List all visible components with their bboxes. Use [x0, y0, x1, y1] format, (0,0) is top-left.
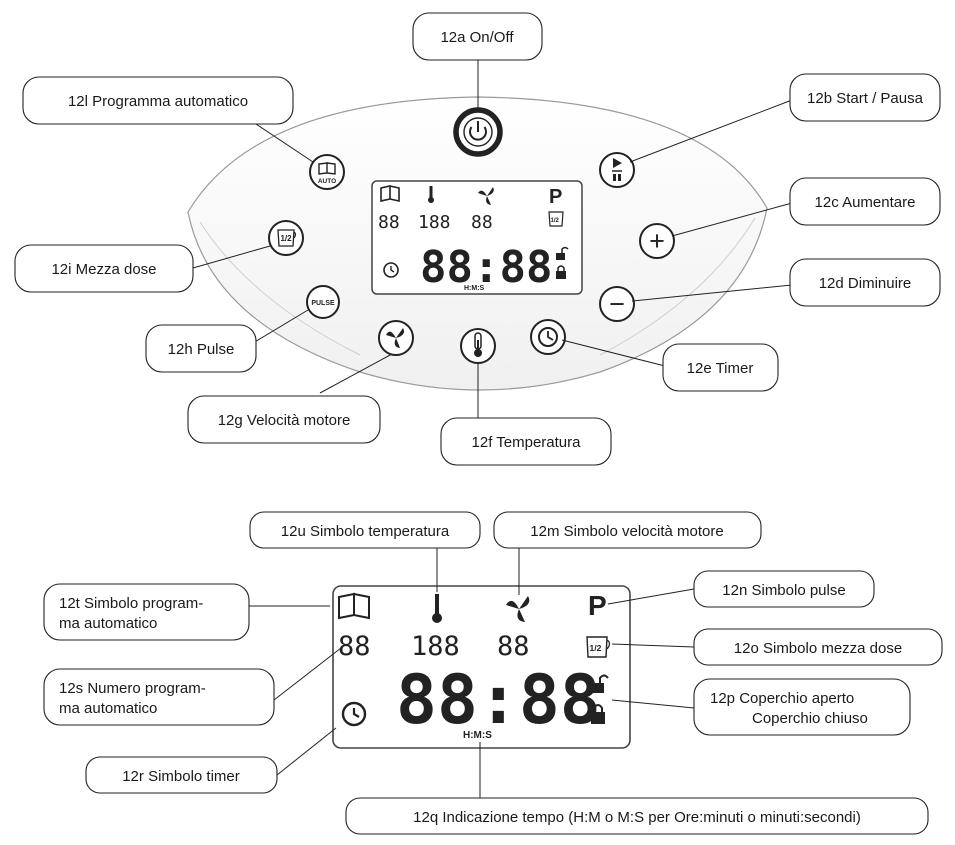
callout-auto-program-symbol: 12t Simbolo program- ma automatico — [43, 583, 250, 641]
lock-open-icon — [556, 246, 569, 260]
svg-text:12l Programma automatico: 12l Programma automatico — [68, 93, 248, 110]
temp-digits-large: 188 — [411, 631, 460, 662]
callout-timer-symbol: 12r Simbolo timer — [85, 756, 278, 794]
book-icon — [318, 162, 336, 175]
callout-motor-speed: 12g Velocità motore — [187, 395, 381, 444]
svg-text:12r Simbolo timer: 12r Simbolo timer — [122, 768, 240, 785]
callout-start-pause: 12b Start / Pausa — [789, 73, 941, 122]
thermometer-icon — [428, 186, 434, 203]
pulse-letter-small: P — [549, 186, 562, 208]
power-button[interactable] — [453, 107, 503, 157]
bottom-leader-lines — [249, 548, 695, 798]
measuring-cup-icon: 1/2 — [277, 229, 297, 247]
timer-button[interactable] — [530, 319, 566, 355]
thermometer-icon — [474, 332, 482, 357]
svg-text:12m Simbolo velocità motore: 12m Simbolo velocità motore — [530, 523, 723, 540]
clock-icon — [341, 701, 367, 727]
svg-text:1/2: 1/2 — [551, 218, 560, 224]
motor-speed-button[interactable] — [378, 320, 414, 356]
lock-closed-icon — [556, 265, 566, 279]
thermometer-icon — [432, 594, 442, 623]
pinwheel-icon — [386, 328, 405, 348]
callout-auto-program: 12l Programma automatico — [22, 76, 294, 125]
svg-text:12i Mezza dose: 12i Mezza dose — [51, 261, 156, 278]
callout-on-off: 12a On/Off — [412, 12, 543, 61]
svg-text:12t Simbolo program-: 12t Simbolo program- — [59, 595, 203, 612]
book-icon — [338, 592, 370, 620]
svg-text:PULSE: PULSE — [311, 300, 335, 307]
pinwheel-icon — [478, 187, 494, 205]
svg-text:+: + — [649, 226, 665, 256]
svg-text:12b Start / Pausa: 12b Start / Pausa — [807, 90, 924, 107]
svg-text:ma automatico: ma automatico — [59, 700, 157, 717]
lock-open-icon — [591, 674, 609, 693]
svg-text:12a On/Off: 12a On/Off — [440, 29, 514, 46]
callout-increase: 12c Aumentare — [789, 177, 941, 226]
hms-label-large: H:M:S — [463, 730, 492, 741]
svg-text:−: − — [609, 289, 625, 319]
callout-speed-symbol: 12m Simbolo velocità motore — [493, 511, 762, 549]
callout-half-dose: 12i Mezza dose — [14, 244, 194, 293]
power-icon — [469, 121, 487, 141]
svg-text:AUTO: AUTO — [318, 178, 336, 185]
svg-text:12s Numero program-: 12s Numero program- — [59, 680, 206, 697]
svg-text:1/2: 1/2 — [590, 643, 602, 653]
callout-decrease: 12d Diminuire — [789, 258, 941, 307]
callout-temperature: 12f Temperatura — [440, 417, 612, 466]
callout-time-indication: 12q Indicazione tempo (H:M o M:S per Ore… — [345, 797, 929, 835]
start-pause-button[interactable] — [599, 152, 635, 188]
svg-text:12o Simbolo mezza dose: 12o Simbolo mezza dose — [734, 640, 902, 657]
speed-digits-large: 88 — [497, 631, 530, 662]
svg-text:1/2: 1/2 — [280, 234, 292, 243]
minus-button[interactable]: − — [599, 286, 635, 322]
svg-text:12c Aumentare: 12c Aumentare — [815, 194, 916, 211]
program-digits-large: 88 — [338, 631, 371, 662]
pulse-button[interactable]: PULSE — [306, 285, 340, 319]
top-leader-lines — [192, 60, 793, 421]
plus-button[interactable]: + — [639, 223, 675, 259]
callout-pulse: 12h Pulse — [145, 324, 257, 373]
svg-text:Coperchio chiuso: Coperchio chiuso — [752, 710, 868, 727]
svg-text:12f Temperatura: 12f Temperatura — [472, 434, 582, 451]
temperature-button[interactable] — [460, 328, 496, 364]
half-dose-button[interactable]: 1/2 — [268, 220, 304, 256]
play-pause-icon — [612, 158, 622, 181]
display-panel-small: 88 188 88 P 1/2 88:88 H:M:S — [371, 180, 583, 295]
time-digits-large: 88:88 — [396, 661, 601, 740]
svg-text:12q Indicazione tempo (H:M o M: 12q Indicazione tempo (H:M o M:S per Ore… — [413, 809, 861, 826]
svg-text:12n Simbolo pulse: 12n Simbolo pulse — [722, 582, 845, 599]
display-panel-large: 88 188 88 P 1/2 88:88 H:M:S — [332, 585, 631, 749]
clock-icon — [538, 327, 558, 347]
pinwheel-icon — [506, 596, 530, 622]
program-digits-small: 88 — [378, 212, 400, 233]
svg-text:12h Pulse: 12h Pulse — [168, 341, 235, 358]
time-digits-small: 88:88 — [420, 242, 552, 293]
callout-program-number: 12s Numero program- ma automatico — [43, 668, 275, 726]
clock-icon — [383, 262, 399, 278]
callout-timer: 12e Timer — [662, 343, 779, 392]
svg-text:12e Timer: 12e Timer — [687, 360, 754, 377]
measuring-cup-icon: 1/2 — [586, 636, 611, 658]
callout-temp-symbol: 12u Simbolo temperatura — [249, 511, 481, 549]
temp-digits-small: 188 — [418, 212, 451, 233]
callout-lid: 12p Coperchio aperto Coperchio chiuso — [693, 678, 911, 736]
hms-label-small: H:M:S — [464, 285, 485, 292]
svg-text:ma automatico: ma automatico — [59, 615, 157, 632]
svg-text:12p Coperchio aperto: 12p Coperchio aperto — [710, 690, 854, 707]
book-icon — [380, 185, 400, 202]
lock-closed-icon — [591, 704, 605, 724]
pulse-letter-large: P — [588, 590, 607, 621]
callout-half-dose-symbol: 12o Simbolo mezza dose — [693, 628, 943, 666]
svg-text:12g Velocità motore: 12g Velocità motore — [218, 412, 351, 429]
callout-pulse-symbol: 12n Simbolo pulse — [693, 570, 875, 608]
svg-text:12d Diminuire: 12d Diminuire — [819, 275, 912, 292]
auto-program-button[interactable]: AUTO — [309, 154, 345, 190]
measuring-cup-icon: 1/2 — [548, 211, 564, 227]
speed-digits-small: 88 — [471, 212, 493, 233]
control-panel: 88 188 88 P 1/2 88:88 H:M:S — [187, 96, 768, 391]
svg-text:12u Simbolo temperatura: 12u Simbolo temperatura — [281, 523, 450, 540]
